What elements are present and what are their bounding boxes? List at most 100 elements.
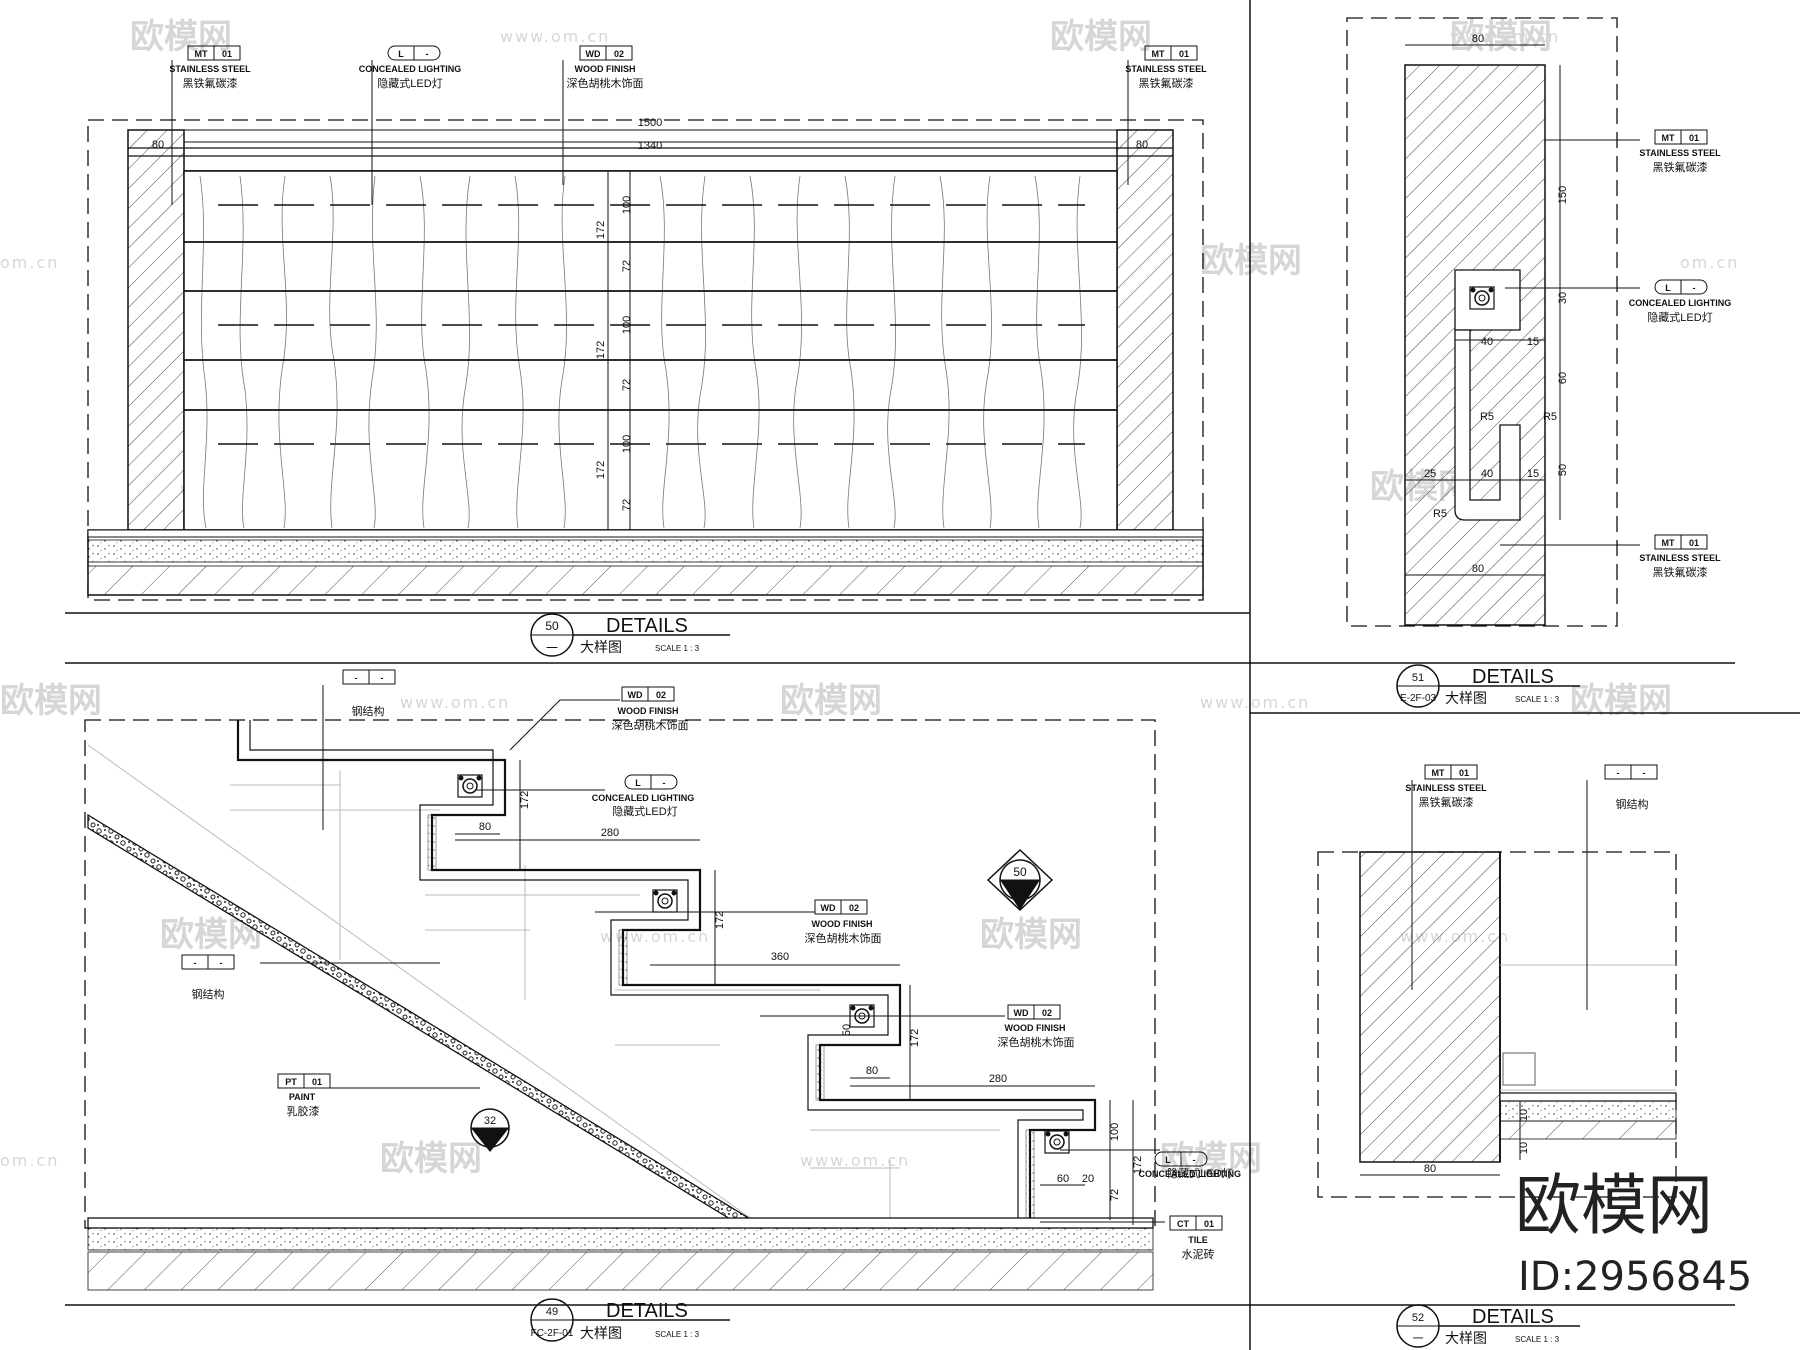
svg-text:49: 49	[546, 1306, 558, 1318]
tag-steel-49b: - - 钢结构	[181, 954, 235, 1001]
svg-text:172: 172	[519, 791, 531, 809]
svg-text:01: 01	[1689, 538, 1699, 548]
watermark-brand: 欧模网	[980, 915, 1082, 955]
svg-text:50: 50	[841, 1024, 853, 1036]
dim-tread: 100	[621, 196, 633, 214]
dim-step: 172	[595, 461, 607, 479]
svg-text:80: 80	[1472, 563, 1484, 575]
svg-text:-: -	[1693, 283, 1696, 293]
svg-text:360: 360	[771, 951, 789, 963]
svg-text:L: L	[1665, 283, 1671, 293]
svg-text:-: -	[194, 958, 197, 968]
svg-text:R5: R5	[1480, 411, 1494, 423]
dim-gap: 72	[621, 260, 633, 272]
dim-gap: 72	[621, 499, 633, 511]
detail-50-dimensions	[160, 129, 1150, 530]
svg-text:黑铁氟碳漆: 黑铁氟碳漆	[1419, 795, 1474, 809]
svg-text:钢结构: 钢结构	[1616, 797, 1649, 811]
svg-text:深色胡桃木饰面: 深色胡桃木饰面	[998, 1035, 1075, 1049]
svg-text:-: -	[1193, 1155, 1196, 1165]
svg-text:80: 80	[1424, 1163, 1436, 1175]
svg-text:80: 80	[479, 821, 491, 833]
svg-text:大样图: 大样图	[580, 639, 622, 655]
svg-text:150: 150	[1557, 186, 1569, 204]
svg-text:15: 15	[1527, 336, 1539, 348]
detail-49: 172 172 172 172 100 72 50 80 280 360 80 …	[84, 669, 1241, 1342]
svg-text:水泥砖: 水泥砖	[1182, 1247, 1215, 1261]
dim-step: 172	[595, 341, 607, 359]
svg-text:CONCEALED LIGHTING: CONCEALED LIGHTING	[1629, 298, 1732, 308]
svg-text:E-2F-03: E-2F-03	[1400, 693, 1437, 704]
tag-steel-49a: - - 钢结构	[342, 669, 396, 718]
svg-text:40: 40	[1481, 336, 1493, 348]
tag-l-51: L - CONCEALED LIGHTING 隐藏式LED灯	[1629, 279, 1732, 324]
svg-text:黑铁氟碳漆: 黑铁氟碳漆	[1139, 76, 1194, 90]
tag-l-49b: L - CONCEALED LIGHTING 隐藏式LED灯	[1139, 1151, 1241, 1180]
title-block-51: 51 E-2F-03 DETAILS 大样图 SCALE 1 : 3	[1396, 664, 1580, 708]
tag-mt-51a: MT 01 STAINLESS STEEL 黑铁氟碳漆	[1639, 129, 1721, 174]
concealed-light-lines	[218, 204, 1085, 445]
svg-text:MT: MT	[1432, 768, 1445, 778]
svg-text:CONCEALED LIGHTING: CONCEALED LIGHTING	[359, 64, 462, 74]
svg-text:WD: WD	[628, 690, 643, 700]
svg-text:WOOD FINISH: WOOD FINISH	[1005, 1023, 1066, 1033]
svg-text:02: 02	[1042, 1008, 1052, 1018]
svg-text:02: 02	[849, 903, 859, 913]
svg-text:02: 02	[614, 49, 624, 59]
svg-text:172: 172	[1132, 1156, 1144, 1174]
tag-mt-right: MT 01 STAINLESS STEEL 黑铁氟碳漆	[1125, 45, 1207, 90]
watermark-site: om.cn	[1680, 253, 1739, 272]
svg-text:52: 52	[1412, 1312, 1424, 1324]
svg-text:STAINLESS STEEL: STAINLESS STEEL	[1639, 148, 1721, 158]
watermark-brand: 欧模网	[0, 681, 102, 721]
svg-text:02: 02	[656, 690, 666, 700]
watermark-site: om.cn	[0, 253, 59, 272]
steel-column-section	[1359, 851, 1501, 1163]
svg-text:WD: WD	[586, 49, 601, 59]
title-block-52: 52 一 DETAILS 大样图 SCALE 1 : 3	[1396, 1304, 1580, 1348]
svg-text:01: 01	[312, 1077, 322, 1087]
svg-text:-: -	[426, 49, 429, 59]
tag-pt-49: PT 01 PAINT 乳胶漆	[277, 1073, 331, 1118]
svg-text:60: 60	[1057, 1173, 1069, 1185]
svg-text:FC-2F-01: FC-2F-01	[531, 1328, 574, 1339]
svg-text:PAINT: PAINT	[289, 1092, 316, 1102]
title-block-49: 49 FC-2F-01 DETAILS 大样图 SCALE 1 : 3	[530, 1298, 730, 1342]
plank-lines	[184, 241, 1117, 411]
watermark-site: www.om.cn	[1200, 693, 1310, 712]
svg-text:SCALE 1 : 3: SCALE 1 : 3	[1515, 1335, 1560, 1344]
watermark-brand: 欧模网	[380, 1139, 482, 1179]
detail-51: 80 80 150 30 60 50 40 40 15 15 25 R5 R5 …	[1346, 17, 1732, 708]
svg-text:钢结构: 钢结构	[352, 704, 385, 718]
watermark-site: www.om.cn	[500, 27, 610, 46]
svg-text:SCALE 1 : 3: SCALE 1 : 3	[655, 1330, 700, 1339]
svg-text:20: 20	[1082, 1173, 1094, 1185]
svg-text:01: 01	[222, 49, 232, 59]
svg-text:STAINLESS STEEL: STAINLESS STEEL	[1405, 783, 1487, 793]
svg-text:钢结构: 钢结构	[192, 987, 225, 1001]
svg-text:172: 172	[714, 911, 726, 929]
svg-text:25: 25	[1424, 468, 1436, 480]
svg-text:DETAILS: DETAILS	[606, 1300, 688, 1322]
svg-text:一: 一	[1413, 1333, 1424, 1345]
svg-text:L: L	[398, 49, 404, 59]
tag-l-top: L - CONCEALED LIGHTING 隐藏式LED灯	[359, 45, 462, 90]
watermark-brand: 欧模网	[1050, 17, 1152, 57]
svg-text:STAINLESS STEEL: STAINLESS STEEL	[1125, 64, 1207, 74]
svg-text:-: -	[381, 673, 384, 683]
svg-text:STAINLESS STEEL: STAINLESS STEEL	[1639, 553, 1721, 563]
tag-ct-49: CT 01 TILE 水泥砖	[1169, 1215, 1223, 1261]
svg-text:32: 32	[484, 1115, 496, 1127]
svg-text:TILE: TILE	[1188, 1235, 1208, 1245]
dim-side: 80	[1136, 139, 1148, 151]
svg-text:STAINLESS STEEL: STAINLESS STEEL	[169, 64, 251, 74]
stamp-logo: 欧模网	[1515, 1167, 1713, 1244]
wood-panel	[183, 170, 1118, 531]
svg-text:WOOD FINISH: WOOD FINISH	[618, 706, 679, 716]
svg-text:80: 80	[866, 1065, 878, 1077]
dim-step: 172	[595, 221, 607, 239]
watermark-brand: 欧模网	[1160, 1139, 1262, 1179]
watermark-site: www.om.cn	[1450, 27, 1560, 46]
svg-text:隐藏式LED灯: 隐藏式LED灯	[377, 77, 442, 90]
svg-text:WOOD FINISH: WOOD FINISH	[575, 64, 636, 74]
